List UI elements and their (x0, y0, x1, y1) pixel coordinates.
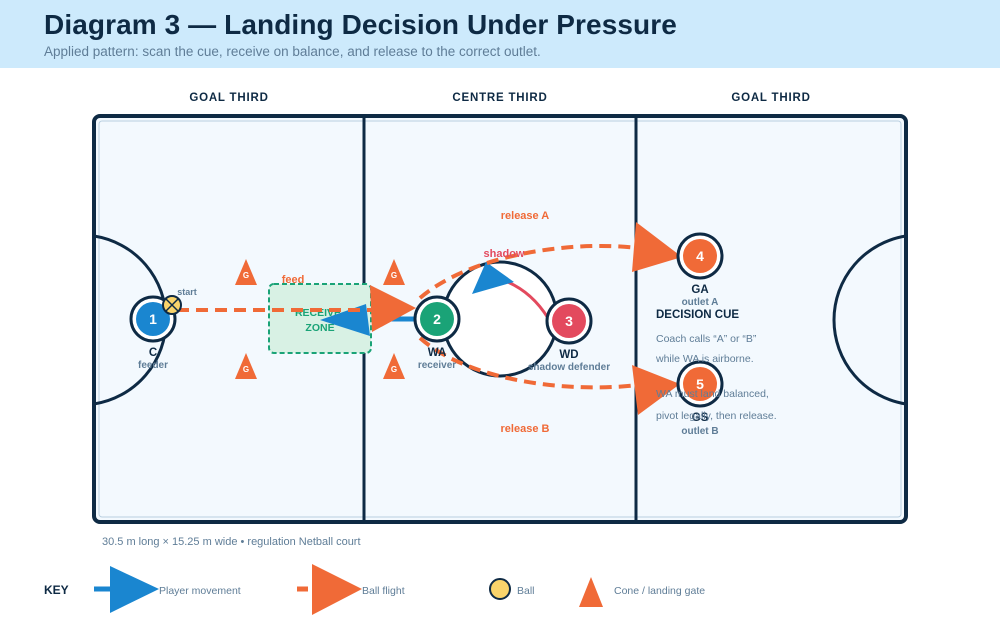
page-title: Diagram 3 — Landing Decision Under Press… (44, 9, 677, 40)
feed-label: feed (282, 274, 305, 286)
start-label: start (177, 287, 197, 297)
decision-cue-line: Coach calls “A” or “B” (656, 333, 757, 345)
ball-flight-feed (177, 285, 416, 332)
zone-label-right: GOAL THIRD (731, 92, 810, 104)
decision-cue-line: while WA is airborne. (655, 353, 754, 365)
ball-flight-release-b (418, 336, 680, 415)
player-position: GS (692, 412, 709, 424)
player-number: 3 (565, 313, 573, 329)
legend-title: KEY (44, 583, 69, 597)
release-b-label: release B (501, 423, 550, 435)
court (92, 114, 908, 524)
player-position: WD (559, 349, 578, 361)
player-position: GA (691, 284, 708, 296)
page-subtitle: Applied pattern: scan the cue, receive o… (44, 44, 541, 59)
arrow-icon (110, 566, 159, 613)
ball-icon (489, 578, 511, 600)
svg-text:G: G (243, 271, 249, 280)
legend-player-movement: Player movement (94, 566, 241, 613)
svg-text:G: G (391, 271, 397, 280)
zone-label-left: GOAL THIRD (189, 92, 268, 104)
goal-circle-right (832, 234, 907, 406)
player-role: feeder (138, 360, 168, 371)
player-position: WA (428, 347, 447, 359)
player-wd: 3 WD shadow defender (528, 297, 610, 373)
legend-ball-flight: Ball flight (297, 564, 405, 615)
legend-label: Cone / landing gate (614, 585, 705, 597)
player-position: C (149, 347, 157, 359)
ball-flight-release-a (418, 222, 682, 300)
svg-text:G: G (391, 365, 397, 374)
player-role: receiver (418, 360, 456, 371)
shadow-defender-path (472, 262, 550, 319)
decision-cue-line: pivot legally, then release. (656, 410, 777, 422)
header-banner: Diagram 3 — Landing Decision Under Press… (0, 0, 1000, 68)
receive-zone: RECEIVE ZONE (268, 283, 372, 354)
ball (162, 295, 182, 315)
player-role: outlet B (681, 426, 718, 437)
cone-icon (579, 577, 603, 607)
decision-cue: DECISION CUE Coach calls “A” or “B” whil… (655, 309, 777, 422)
player-role: shadow defender (528, 362, 610, 373)
player-number: 5 (696, 376, 704, 392)
player-wa: 2 WA receiver (413, 295, 461, 371)
legend-label: Ball flight (362, 585, 405, 597)
cone: G (235, 259, 257, 285)
legend-label: Ball (517, 585, 535, 597)
legend-ball: Ball (489, 578, 535, 600)
court-dimensions-note: 30.5 m long × 15.25 m wide • regulation … (102, 536, 361, 548)
legend-label: Player movement (159, 585, 241, 597)
player-role: outlet A (682, 297, 719, 308)
decision-cue-line: WA must land balanced, (656, 388, 769, 400)
decision-cue-title: DECISION CUE (656, 309, 739, 321)
player-gs: 5 GS outlet B (676, 360, 724, 437)
svg-text:G: G (243, 365, 249, 374)
release-a-label: release A (501, 210, 550, 222)
cone: G (383, 353, 405, 379)
player-number: 2 (433, 311, 441, 327)
cone: G (235, 353, 257, 379)
shadow-label: shadow (484, 248, 525, 260)
player-number: 1 (149, 311, 157, 327)
player-ga: 4 GA outlet A (676, 232, 724, 308)
receive-zone-label-2: ZONE (305, 322, 334, 334)
cone: G (383, 259, 405, 285)
player-number: 4 (696, 248, 704, 264)
legend: KEY Player movement Ball flight Ball Con… (44, 564, 705, 615)
zone-label-centre: CENTRE THIRD (452, 92, 547, 104)
legend-cone: Cone / landing gate (579, 577, 705, 607)
arrow-icon (312, 564, 362, 615)
court-inner-line (98, 120, 902, 518)
